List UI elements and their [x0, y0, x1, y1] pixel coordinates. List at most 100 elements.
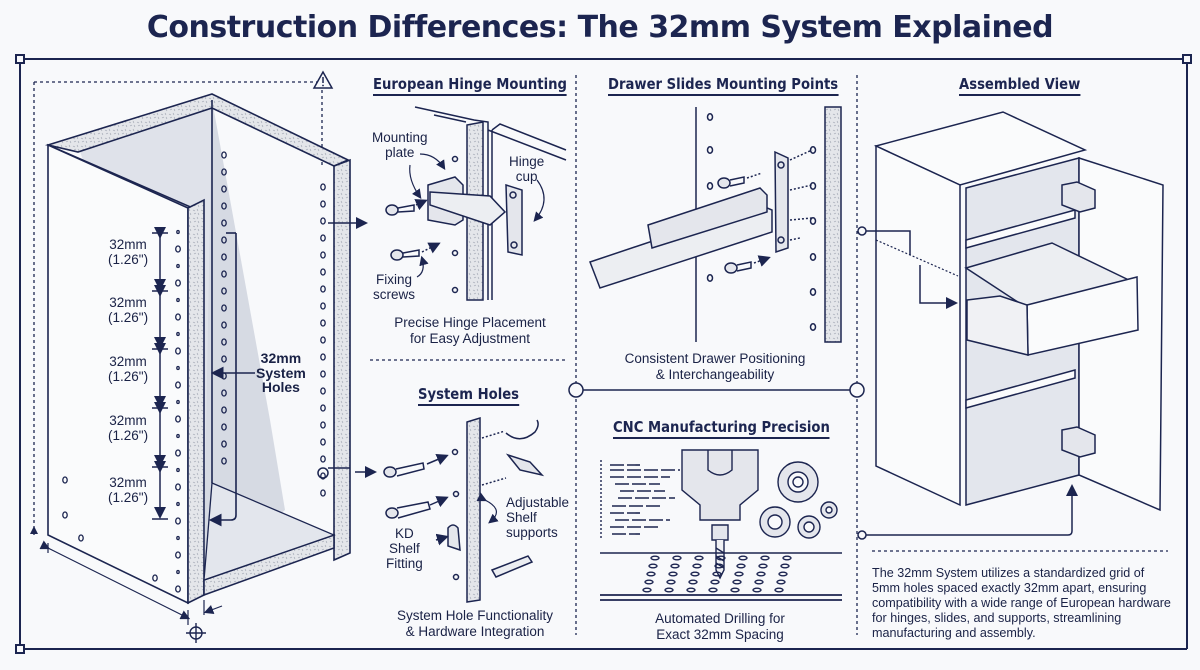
system-hole	[221, 423, 227, 431]
page-title: Construction Differences: The 32mm Syste…	[146, 10, 1054, 45]
system-hole	[320, 353, 326, 361]
system-holes-caption: System Hole Functionality& Hardware Inte…	[396, 608, 554, 640]
shelf-pin-icon	[385, 501, 431, 519]
mounting-hole	[809, 217, 817, 225]
system-hole	[320, 319, 326, 327]
system-hole	[221, 202, 227, 210]
system-holes-drawing	[355, 416, 545, 603]
drilled-hole	[644, 579, 654, 585]
drilled-hole	[732, 579, 742, 585]
cnc-drawing	[600, 449, 842, 601]
gear-icon	[820, 501, 838, 519]
system-hole	[175, 347, 181, 355]
dimension-label: 32mm(1.26")	[108, 295, 149, 325]
drilled-hole	[714, 563, 724, 569]
drilled-hole	[642, 587, 652, 593]
horizontal-connector	[568, 382, 865, 398]
system-hole	[320, 455, 326, 463]
drilled-hole	[648, 563, 658, 569]
system-hole	[221, 372, 227, 380]
drilled-hole	[692, 563, 702, 569]
system-hole	[221, 406, 227, 414]
drilled-hole	[774, 587, 784, 593]
system-hole	[221, 185, 227, 193]
drilled-hole	[734, 571, 744, 577]
drilled-hole	[758, 563, 768, 569]
mounting-hole	[706, 146, 714, 154]
system-hole	[320, 285, 326, 293]
mounting-hole	[706, 182, 714, 190]
system-hole	[176, 297, 180, 303]
heading-assembled-view: Assembled View	[959, 75, 1081, 96]
drilled-hole	[672, 555, 682, 561]
gear-icon	[777, 461, 819, 503]
system-hole	[176, 365, 180, 371]
outer-frame	[15, 54, 1192, 654]
dimension-label: 32mm(1.26")	[108, 413, 149, 443]
drilled-hole	[670, 563, 680, 569]
system-hole	[221, 355, 227, 363]
mounting-hole	[809, 253, 817, 261]
system-hole	[221, 338, 227, 346]
drilled-hole	[738, 555, 748, 561]
system-hole	[320, 217, 326, 225]
system-hole	[176, 331, 180, 337]
mounting-hole	[809, 288, 817, 296]
dimension-label: 32mm(1.26")	[108, 237, 149, 267]
system-hole	[176, 229, 180, 235]
system-hole	[176, 467, 180, 473]
drilled-hole	[690, 571, 700, 577]
mounting-hole	[706, 113, 714, 121]
drilled-hole	[710, 579, 720, 585]
drilled-hole	[752, 587, 762, 593]
screw-icon	[383, 462, 425, 478]
mounting-hole	[809, 146, 817, 154]
drilled-hole	[688, 579, 698, 585]
drawer-caption: Consistent Drawer Positioning& Interchan…	[624, 351, 806, 383]
drilled-hole	[664, 587, 674, 593]
system-hole	[221, 440, 227, 448]
warning-icon	[312, 70, 334, 89]
system-hole	[221, 168, 227, 176]
mounting-hole	[809, 182, 817, 190]
hinge-drawing	[385, 106, 567, 301]
system-hole	[175, 415, 181, 423]
gear-icon	[797, 515, 821, 539]
drilled-hole	[686, 587, 696, 593]
drilled-hole	[760, 555, 770, 561]
system-hole	[320, 438, 326, 446]
section-dividers	[370, 75, 1168, 635]
system-hole	[320, 302, 326, 310]
system-hole	[221, 219, 227, 227]
crosshair-icon	[186, 623, 206, 643]
system-hole	[175, 245, 181, 253]
system-description: The 32mm System utilizes a standardized …	[872, 566, 1171, 641]
drilled-hole	[668, 571, 678, 577]
drilled-hole	[666, 579, 676, 585]
left-cabinet-drawing	[30, 70, 368, 643]
system-hole	[320, 183, 326, 191]
screw-icon	[724, 261, 752, 274]
system-hole	[221, 389, 227, 397]
system-hole	[320, 268, 326, 276]
drilled-hole	[646, 571, 656, 577]
system-hole	[176, 535, 180, 541]
drilled-hole	[780, 563, 790, 569]
drilled-hole	[778, 571, 788, 577]
heading-system-holes: System Holes	[418, 385, 520, 406]
system-hole	[320, 200, 326, 208]
system-hole	[221, 457, 227, 465]
drilled-hole	[776, 579, 786, 585]
system-hole	[176, 501, 180, 507]
system-hole	[176, 433, 180, 439]
screw-icon	[385, 204, 415, 216]
drilled-hole	[756, 571, 766, 577]
